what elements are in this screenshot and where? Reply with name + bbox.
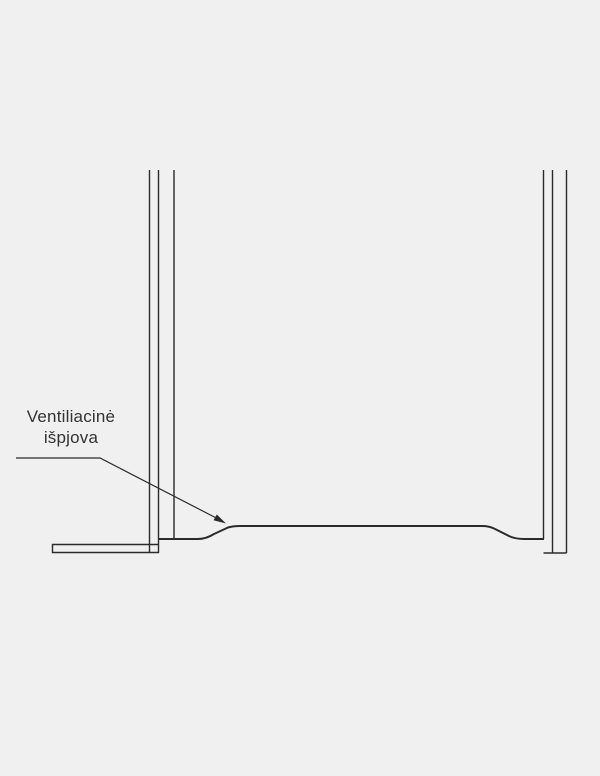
- threshold-profile: [158, 525, 544, 540]
- annotation-label-line2: išpjova: [43, 428, 99, 448]
- sill-plate: [51, 543, 159, 554]
- annotation-label-line1: Ventiliacinė: [26, 407, 116, 426]
- annotation-label: Ventiliacinė išpjova: [8, 406, 134, 449]
- right-frame-profile: [542, 170, 568, 554]
- arrowhead-icon: [213, 514, 226, 524]
- leader-line: [16, 457, 216, 519]
- left-frame-profile: [148, 170, 175, 553]
- sill-plate-outline: [51, 543, 159, 554]
- leader: [16, 457, 226, 524]
